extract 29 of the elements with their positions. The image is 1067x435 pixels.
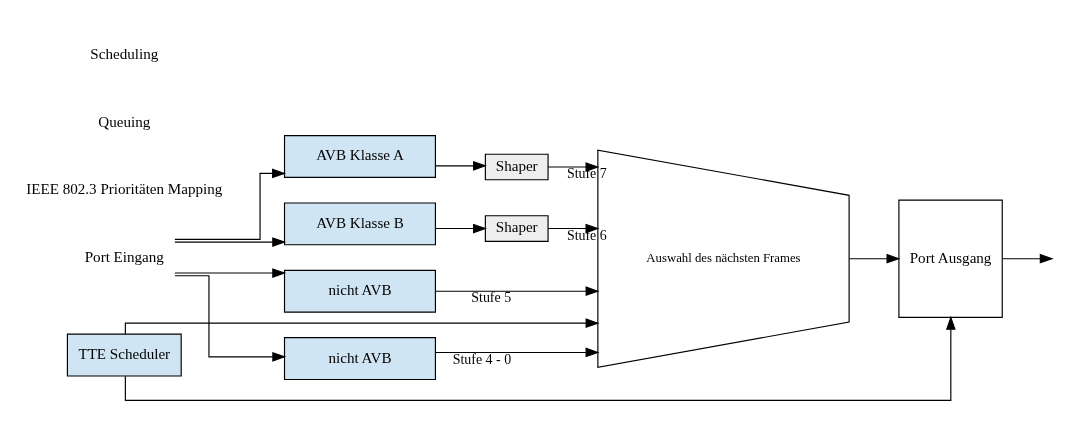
label: Scheduling [90, 46, 159, 63]
arrow [124, 318, 600, 335]
arrow [848, 253, 901, 264]
arrow [547, 162, 600, 172]
arrow [1001, 253, 1054, 264]
arrow [174, 237, 287, 247]
node-box: nicht AVB [283, 337, 436, 381]
edge-label: Stufe 4 - 0 [452, 351, 512, 367]
node-box: nicht AVB [283, 269, 436, 313]
node-box: Shaper [484, 153, 549, 181]
arrow [435, 347, 600, 358]
arrow [547, 223, 600, 234]
arrow [174, 268, 287, 278]
label: Queuing [98, 113, 151, 130]
node-box: TTE Scheduler [66, 333, 182, 377]
arrow [174, 275, 287, 362]
arrow [124, 315, 956, 401]
arrow [435, 160, 487, 171]
arrow [435, 223, 487, 234]
arrow [174, 168, 286, 240]
label: IEEE 802.3 Prioritäten Mapping [26, 181, 223, 198]
node-box: Port Ausgang [898, 199, 1003, 318]
edge-label: Stufe 5 [471, 290, 512, 306]
arrow [435, 286, 600, 297]
node-box: AVB Klasse A [283, 135, 436, 179]
node-box: AVB Klasse B [283, 202, 436, 246]
node-box: Shaper [484, 215, 549, 242]
edge-label: Stufe 6 [566, 227, 607, 243]
node-text: Port Eingang [84, 248, 164, 265]
